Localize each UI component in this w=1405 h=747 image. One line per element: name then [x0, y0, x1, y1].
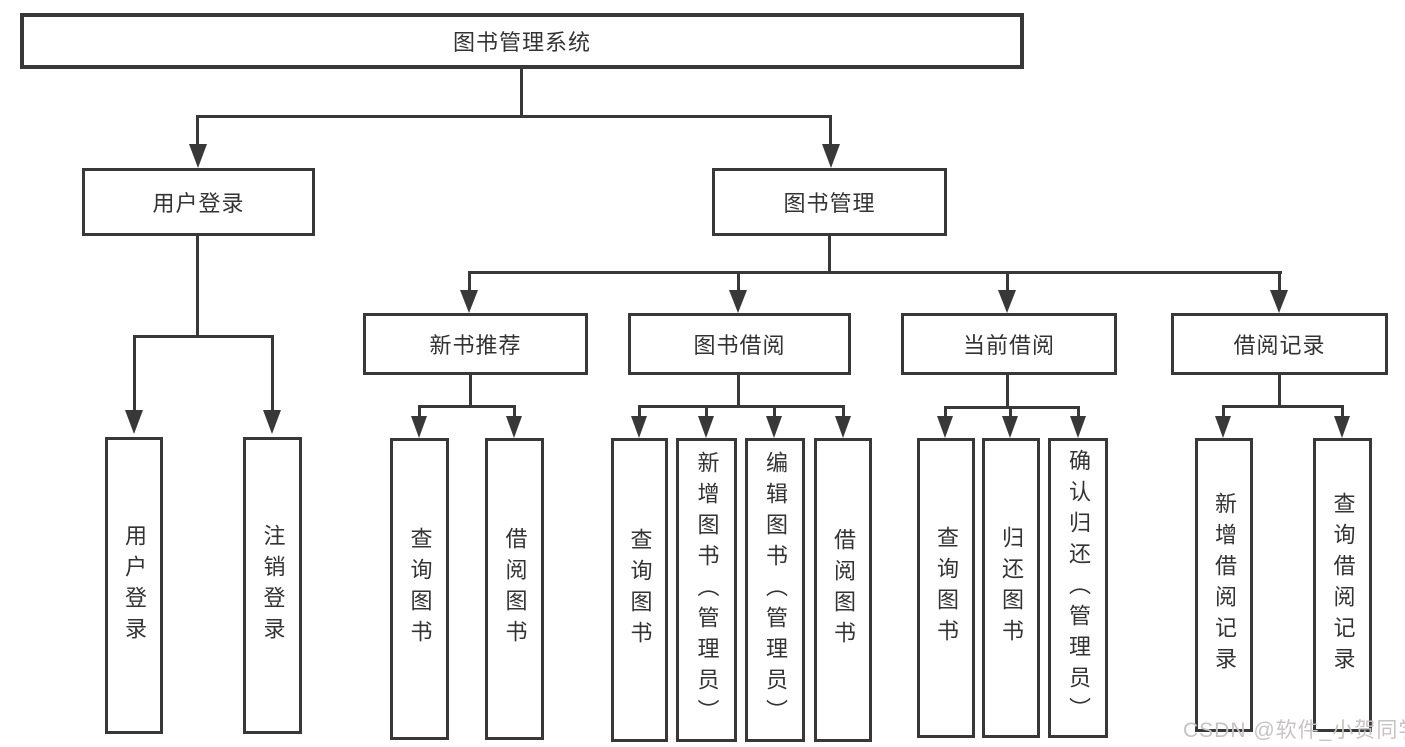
node-user-login: 用户登录 [82, 168, 315, 236]
node-label: 注销登录 [260, 523, 286, 648]
arrowhead-down [1334, 416, 1350, 438]
node-label: 用户登录 [152, 191, 245, 216]
arrowhead-down [729, 290, 747, 313]
connector-line [944, 409, 947, 418]
connector-line [468, 274, 471, 292]
connector-line [737, 375, 740, 407]
leaf-logout: 注销登录 [243, 437, 302, 734]
node-label: 查询图书 [627, 528, 653, 652]
connector-line [944, 406, 1080, 409]
connector-line [829, 118, 832, 145]
arrowhead-down [460, 290, 478, 313]
leaf-query-borrow-record: 查询借阅记录 [1313, 438, 1372, 732]
leaf-borrow-books-recommend: 借阅图书 [485, 438, 544, 740]
arrowhead-down [937, 416, 953, 438]
leaf-user-login: 用户登录 [105, 437, 163, 734]
arrowhead-down [411, 416, 427, 438]
node-label: 用户登录 [122, 523, 147, 648]
node-label: 查询图书 [934, 526, 959, 650]
arrowhead-down [1002, 416, 1018, 438]
node-label: 确认归还（管理员） [1066, 448, 1091, 728]
node-current-borrow: 当前借阅 [901, 313, 1117, 375]
node-label: 新书推荐 [429, 333, 522, 358]
node-root: 图书管理系统 [20, 13, 1024, 69]
node-label: 借阅图书 [502, 527, 528, 651]
connector-line [520, 69, 523, 117]
node-label: 当前借阅 [962, 333, 1055, 358]
node-borrow-records: 借阅记录 [1171, 313, 1388, 375]
node-book-borrow: 图书借阅 [628, 313, 851, 375]
connector-line [418, 408, 421, 418]
arrowhead-down [189, 144, 207, 168]
arrowhead-down [998, 290, 1016, 313]
leaf-edit-books-admin: 编辑图书（管理员） [745, 438, 805, 742]
node-new-book-recommend: 新书推荐 [363, 313, 588, 375]
leaf-borrow-books: 借阅图书 [814, 438, 872, 742]
node-label: 借阅图书 [831, 528, 856, 652]
arrowhead-down [766, 416, 782, 438]
connector-line [1222, 408, 1225, 418]
node-label: 图书借阅 [693, 333, 786, 358]
node-label: 图书管理 [783, 191, 876, 216]
connector-line [705, 408, 708, 418]
connector-line [1222, 405, 1344, 408]
arrowhead-down [1270, 290, 1288, 313]
connector-line [418, 405, 516, 408]
node-book-management: 图书管理 [712, 168, 947, 236]
connector-line [1077, 409, 1080, 418]
connector-line [828, 236, 831, 274]
arrowhead-down [506, 416, 522, 438]
leaf-confirm-return-admin: 确认归还（管理员） [1048, 438, 1108, 738]
connector-line [842, 408, 845, 418]
connector-line [196, 236, 199, 337]
leaf-return-books: 归还图书 [982, 438, 1040, 738]
arrowhead-down [698, 416, 714, 438]
leaf-add-books-admin: 新增图书（管理员） [676, 438, 737, 742]
connector-line [271, 338, 274, 410]
connector-line [1006, 274, 1009, 292]
connector-line [513, 408, 516, 418]
arrowhead-down [1070, 416, 1086, 438]
connector-line [773, 408, 776, 418]
connector-line [1009, 409, 1012, 418]
connector-line [1006, 375, 1009, 408]
connector-line [468, 271, 1282, 274]
connector-line [196, 115, 832, 118]
leaf-query-books-recommend: 查询图书 [390, 438, 449, 740]
connector-line [638, 408, 641, 418]
node-label: 查询借阅记录 [1330, 492, 1356, 678]
connector-line [196, 118, 199, 145]
node-label: 图书管理系统 [452, 30, 591, 55]
connector-line [638, 405, 845, 408]
connector-line [133, 335, 274, 338]
arrowhead-down [263, 410, 281, 434]
leaf-query-books-current: 查询图书 [917, 438, 975, 738]
connector-line [1278, 375, 1281, 407]
node-label: 归还图书 [999, 526, 1024, 650]
connector-line [133, 338, 136, 410]
arrowhead-down [125, 410, 143, 434]
connector-line [469, 375, 472, 407]
connector-line [737, 274, 740, 292]
node-label: 查询图书 [407, 527, 433, 651]
node-label: 编辑图书（管理员） [763, 450, 788, 730]
node-label: 新增借阅记录 [1212, 492, 1237, 678]
arrowhead-down [1215, 416, 1231, 438]
connector-line [1341, 408, 1344, 418]
leaf-add-borrow-record: 新增借阅记录 [1195, 438, 1253, 732]
csdn-watermark: CSDN @软件_小贺同学 [1183, 719, 1405, 742]
connector-line [1278, 274, 1281, 292]
arrowhead-down [631, 416, 647, 438]
node-label: 新增图书（管理员） [694, 450, 720, 730]
leaf-query-books-borrow: 查询图书 [611, 438, 668, 742]
node-label: 借阅记录 [1233, 333, 1326, 358]
arrowhead-down [835, 416, 851, 438]
arrowhead-down [822, 144, 840, 168]
